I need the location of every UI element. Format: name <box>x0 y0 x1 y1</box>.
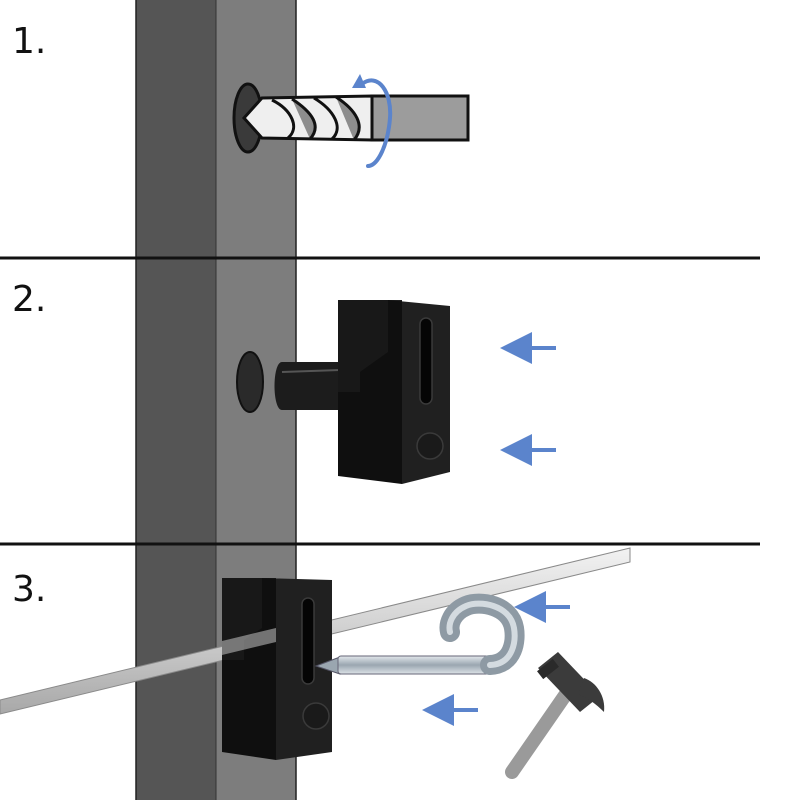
step-1-label: 1. <box>12 21 47 62</box>
step-3-hook <box>0 547 631 779</box>
step-3-label: 3. <box>12 569 47 610</box>
drill-bit-icon <box>241 94 470 142</box>
insulator-holder-icon <box>274 300 450 484</box>
step-1-drill <box>232 74 470 168</box>
post-dark-face <box>136 0 216 800</box>
rotation-arrow-icon <box>352 74 393 168</box>
insulator-holder-icon <box>222 578 332 760</box>
pilot-hole <box>236 351 264 413</box>
step-2-label: 2. <box>12 279 47 320</box>
step-2-holder <box>236 300 556 484</box>
hammer-icon <box>505 652 605 779</box>
j-hook-icon <box>314 593 525 675</box>
